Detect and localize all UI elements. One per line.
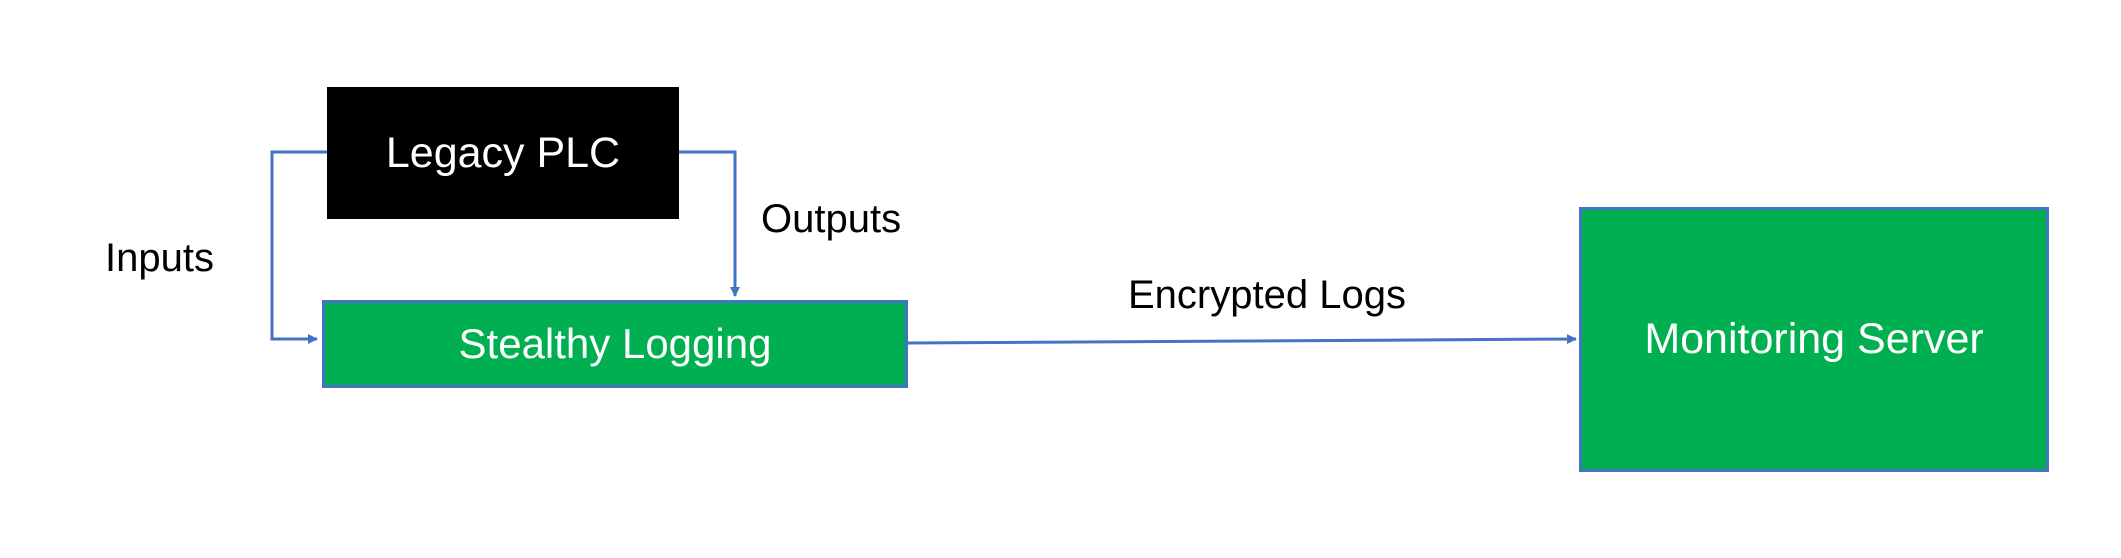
monitoring-server-node: Monitoring Server <box>1579 207 2049 472</box>
stealthy-logging-label: Stealthy Logging <box>458 320 772 367</box>
inputs-connector <box>270 150 327 344</box>
encrypted-logs-connector <box>907 334 1577 345</box>
monitoring-server-label: Monitoring Server <box>1644 315 1984 363</box>
encrypted-logs-label: Encrypted Logs <box>1128 273 1406 317</box>
stealthy-logging-node: Stealthy Logging <box>322 300 908 388</box>
legacy-plc-node: Legacy PLC <box>327 87 679 219</box>
outputs-connector <box>679 150 740 297</box>
legacy-plc-label: Legacy PLC <box>385 128 621 177</box>
outputs-label: Outputs <box>761 197 902 241</box>
inputs-label: Inputs <box>105 236 214 280</box>
